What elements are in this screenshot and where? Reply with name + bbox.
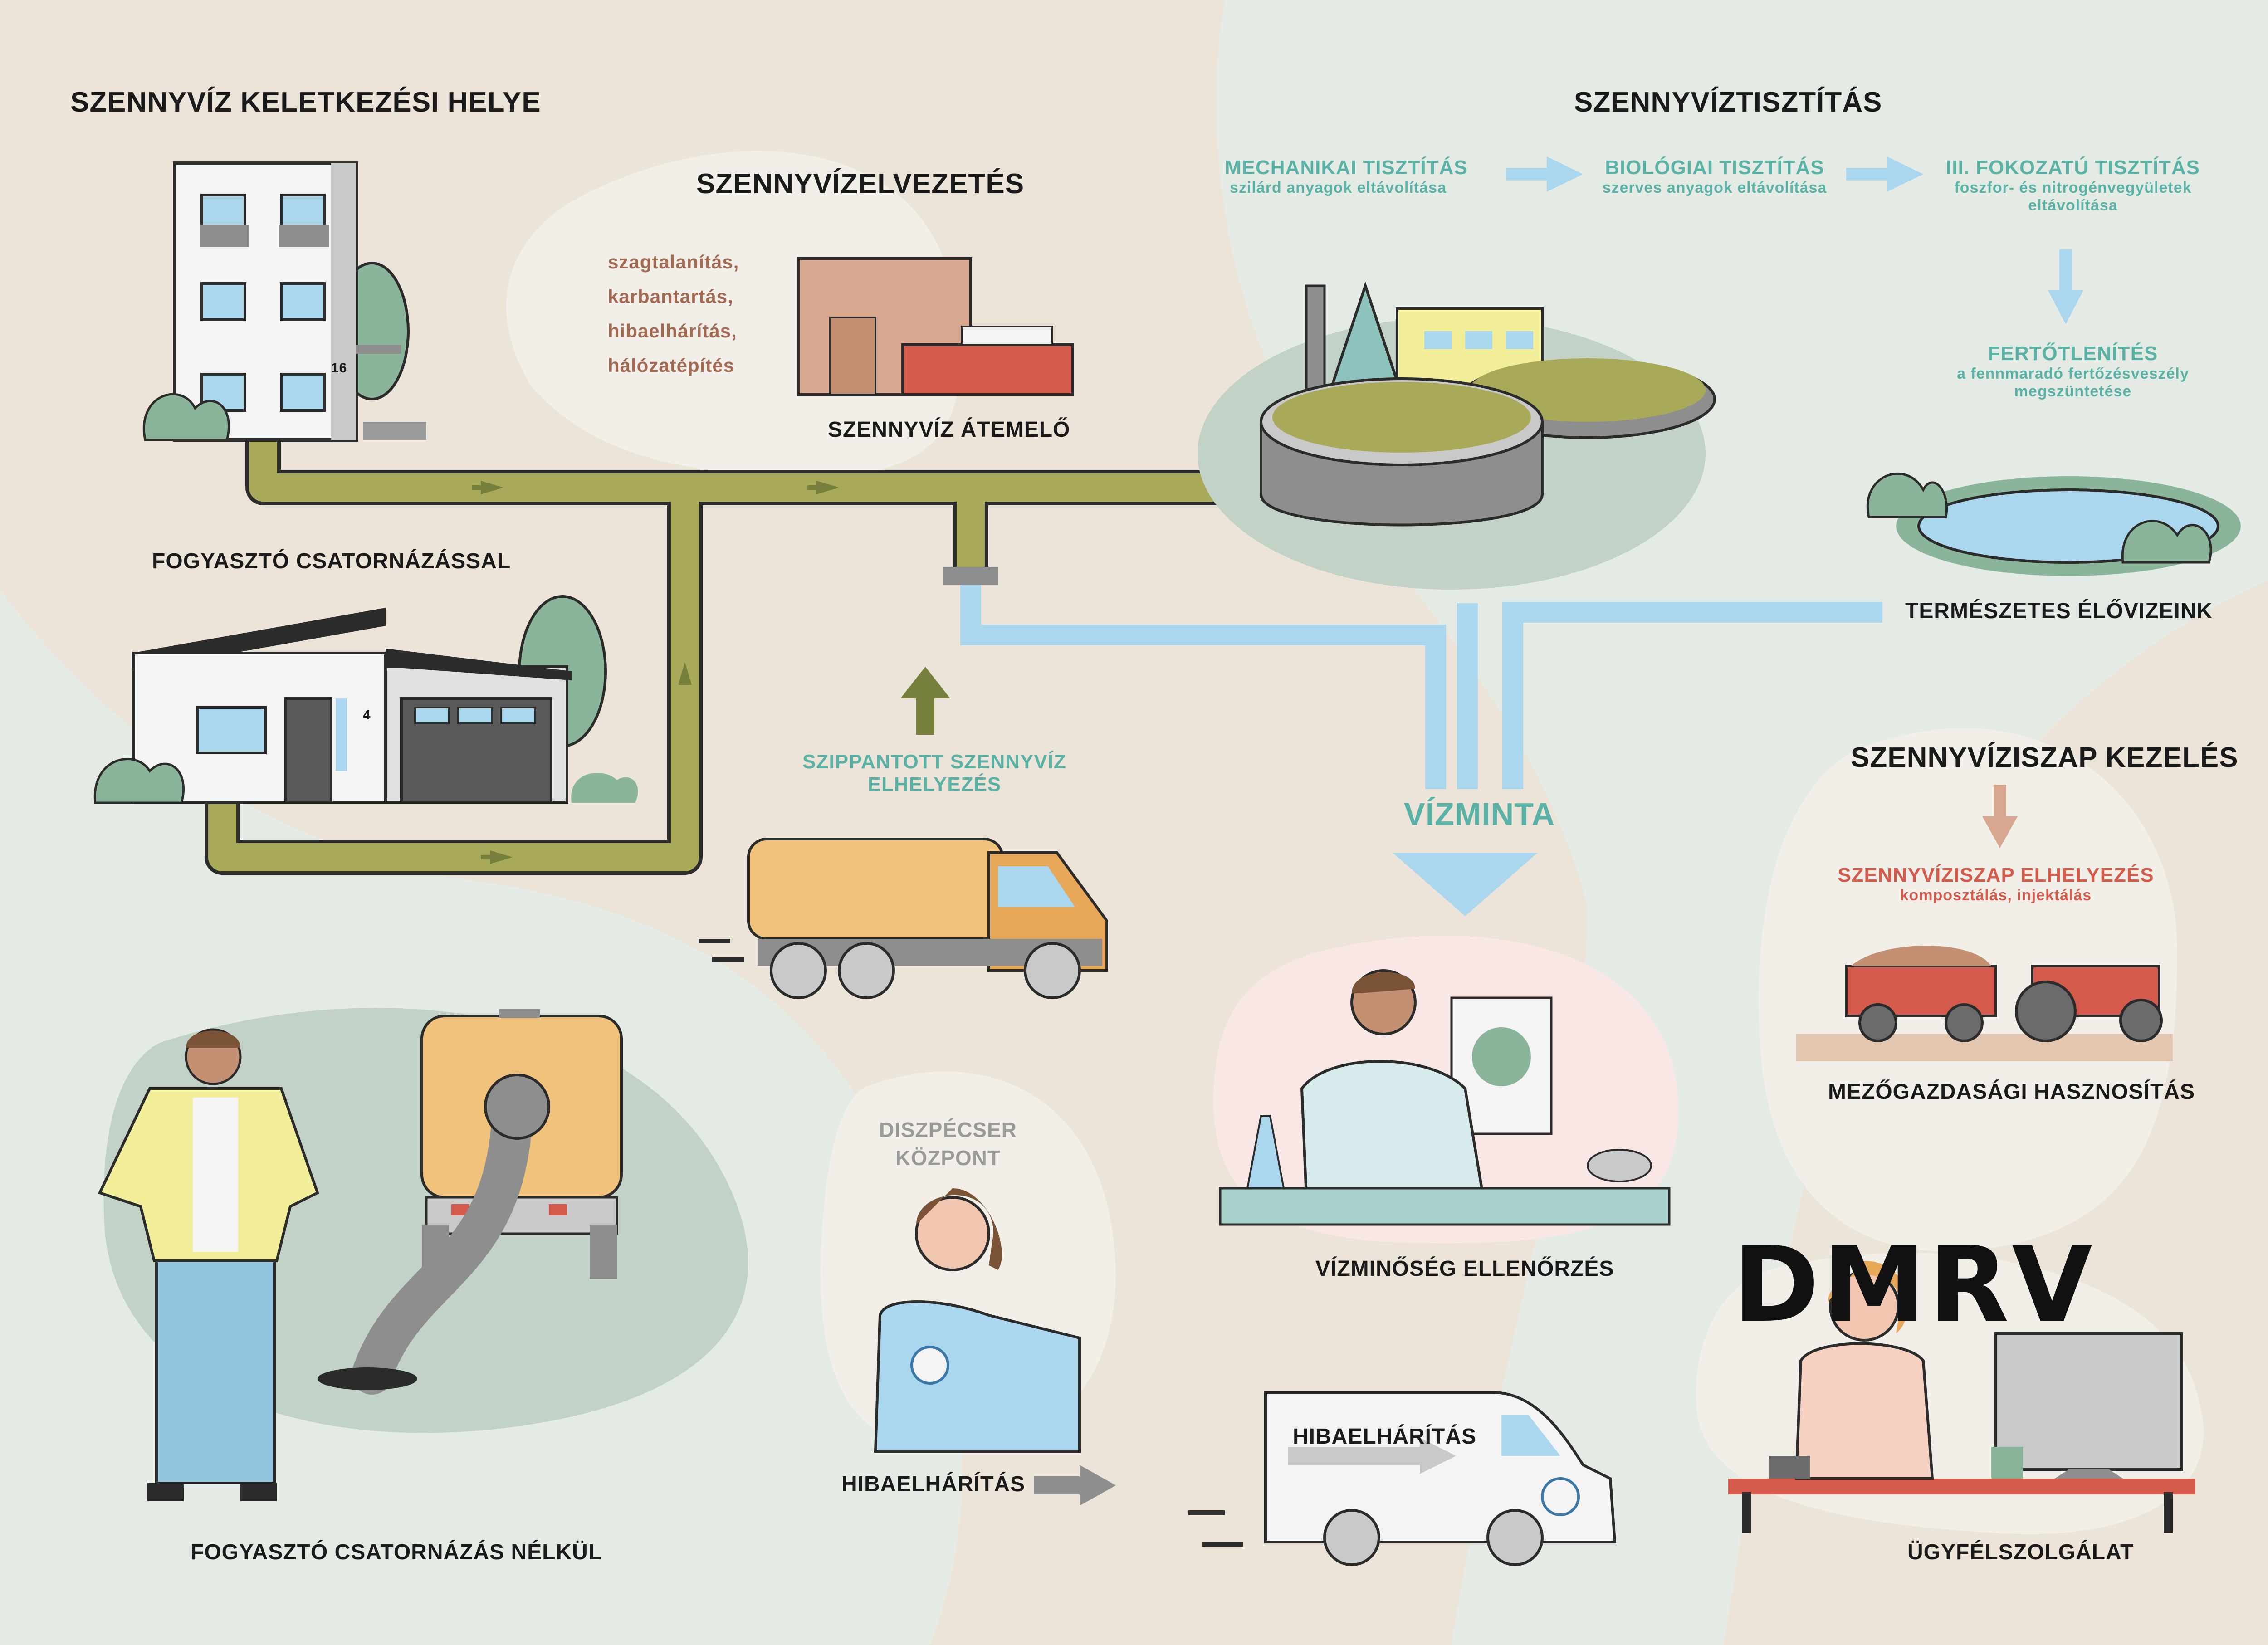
stage-title: BIOLÓGIAI TISZTÍTÁS [1605,156,1824,179]
stage-mechanical: MECHANIKAI TISZTÍTÁS szilárd anyagok elt… [1225,156,1468,197]
disinfection-stage: FERTŐTLENÍTÉS a fennmaradó fertőzésveszé… [1946,342,2200,400]
natural-waters-label: TERMÉSZETES ÉLŐVIZEINK [1905,599,2213,623]
treatment-arrows [1506,156,2083,324]
dispatch-line-2: KÖZPONT [895,1146,1001,1170]
repair-label: HIBAELHÁRÍTÁS [841,1472,1025,1496]
apartment-building [143,161,426,442]
agriculture-label: MEZŐGAZDASÁGI HASZNOSÍTÁS [1828,1080,2195,1104]
treatment-title: SZENNYVÍZTISZTÍTÁS [1574,87,1882,118]
disinfection-desc: a fennmaradó fertőzésveszély [1957,365,2189,382]
van-text: HIBAELHÁRÍTÁS [1293,1425,1476,1449]
natural-lake [1867,472,2241,576]
consumer-no-sewer-label: FOGYASZTÓ CSATORNÁZÁS NÉLKÜL [191,1540,602,1564]
repair-van [1188,1391,1617,1566]
septic-line-2: ELHELYEZÉS [867,773,1002,796]
stage-desc: szerves anyagok eltávolítása [1602,179,1827,196]
stage-title: MECHANIKAI TISZTÍTÁS [1225,156,1468,179]
water-quality-label: VÍZMINŐSÉG ELLENŐRZÉS [1315,1257,1614,1281]
lab-scientist [1219,969,1671,1226]
origin-title: SZENNYVÍZ KELETKEZÉSI HELYE [70,87,541,118]
tractor [1796,946,2173,1061]
water-lines [960,585,1882,789]
septic-up-arrow [900,667,950,735]
stage-desc-2: eltávolítása [2028,197,2118,214]
dispatcher-figure [874,1188,1081,1453]
septic-truck [699,838,1108,999]
conveyance-task: hálózatépítés [608,355,735,376]
conveyance-task: hibaelhárítás, [608,320,737,342]
customer-service [1728,1261,2195,1533]
water-sample-arrow [1393,853,1538,916]
dispatch-line-1: DISZPÉCSER [879,1118,1017,1142]
water-sample-label: VÍZMINTA [1404,796,1555,832]
stage-desc: foszfor- és nitrogénvegyületek [1954,179,2192,196]
stage-desc: szilárd anyagok eltávolítása [1230,179,1447,196]
septic-line-1: SZIPPANTOTT SZENNYVÍZ [802,751,1066,773]
dispatch-label: DISZPÉCSER KÖZPONT [857,1116,1039,1172]
sludge-disposal: SZENNYVÍZISZAP ELHELYEZÉS komposztálás, … [1833,864,2159,904]
septic-tank [318,1009,623,1395]
stage-title: III. FOKOZATÚ TISZTÍTÁS [1946,156,2200,179]
man-figure [98,1028,319,1501]
house [93,595,638,804]
house1-number: 16 [331,361,347,376]
pipe-coupling [943,567,998,585]
flow-arrows [472,481,839,864]
septic-disposal-label: SZIPPANTOTT SZENNYVÍZ ELHELYEZÉS [798,751,1070,796]
conveyance-task: szagtalanítás, [608,251,739,273]
pump-station [797,257,1074,396]
conveyance-task: karbantartás, [608,286,733,307]
repair-arrow [1034,1465,1116,1506]
sludge-title: SZENNYVÍZISZAP KEZELÉS [1851,742,2239,773]
sludge-arrow [1982,785,2018,848]
conveyance-tasks-list: szagtalanítás, karbantartás, hibaelhárít… [608,245,739,383]
disinfection-desc-2: megszüntetése [2014,383,2132,400]
customer-service-label: ÜGYFÉLSZOLGÁLAT [1907,1540,2134,1564]
disinfection-title: FERTŐTLENÍTÉS [1988,342,2158,365]
conveyance-title: SZENNYVÍZELVEZETÉS [696,168,1025,200]
sludge-disposal-title: SZENNYVÍZISZAP ELHELYEZÉS [1838,864,2154,886]
treatment-plant [1198,281,1716,590]
sludge-disposal-desc: komposztálás, injektálás [1900,887,2092,904]
stage-biological: BIOLÓGIAI TISZTÍTÁS szerves anyagok eltá… [1601,156,1828,197]
dmrv-logo: DMRV [1733,1225,2095,1346]
stage-tertiary: III. FOKOZATÚ TISZTÍTÁS foszfor- és nitr… [1946,156,2200,215]
pump-station-label: SZENNYVÍZ ÁTEMELŐ [828,418,1070,442]
house2-number: 4 [363,708,371,722]
consumer-sewer-label: FOGYASZTÓ CSATORNÁZÁSSAL [152,549,511,573]
